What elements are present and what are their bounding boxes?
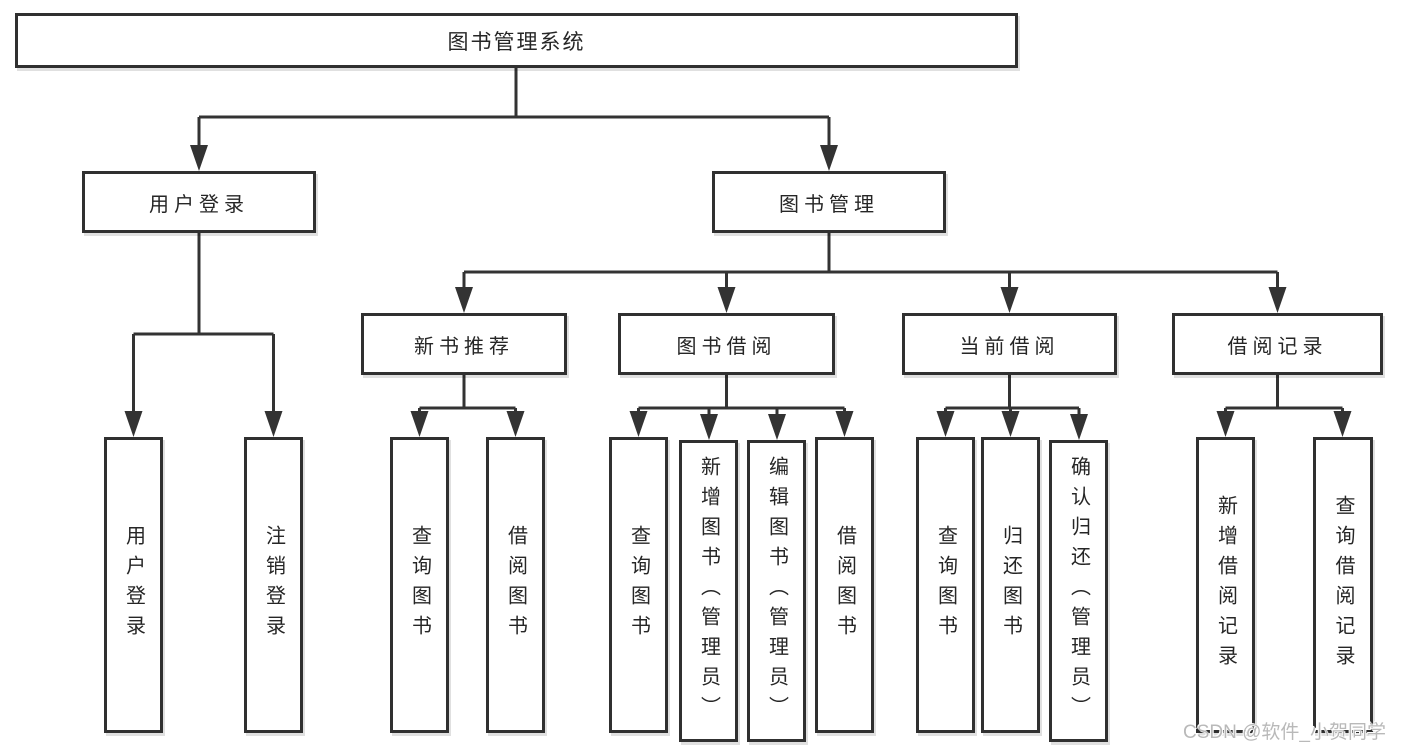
node-label: 查询图书 xyxy=(934,525,957,645)
node-book-management: 图书管理 xyxy=(712,171,946,233)
node-label: 新书推荐 xyxy=(414,335,514,358)
leaf-confirm-return-admin: 确认归还（管理员） xyxy=(1049,440,1108,742)
node-label: 图书管理 xyxy=(779,193,879,216)
leaf-query-books: 查询图书 xyxy=(916,437,975,733)
node-label: 确认归还（管理员） xyxy=(1067,456,1090,726)
node-label: 用户登录 xyxy=(149,193,249,216)
node-label: 注销登录 xyxy=(262,525,285,645)
node-label: 查询图书 xyxy=(627,525,650,645)
node-label: 用户登录 xyxy=(122,525,145,645)
leaf-borrow-books: 借阅图书 xyxy=(815,437,874,733)
node-label: 借阅图书 xyxy=(504,525,527,645)
node-label: 借阅图书 xyxy=(833,525,856,645)
node-label: 新增借阅记录 xyxy=(1214,495,1237,675)
node-new-book-recommendation: 新书推荐 xyxy=(361,313,567,375)
node-current-borrowing: 当前借阅 xyxy=(902,313,1117,375)
node-label: 查询借阅记录 xyxy=(1332,495,1354,675)
node-user-login: 用户登录 xyxy=(82,171,316,233)
csdn-watermark: CSDN @软件_小贺同学 xyxy=(1183,722,1386,743)
node-library-management-system: 图书管理系统 xyxy=(15,13,1018,68)
node-label: 新增图书（管理员） xyxy=(697,456,720,726)
leaf-query-books: 查询图书 xyxy=(609,437,668,733)
node-borrowing-records: 借阅记录 xyxy=(1172,313,1383,375)
leaf-return-books: 归还图书 xyxy=(981,437,1040,733)
leaf-user-login: 用户登录 xyxy=(104,437,163,733)
leaf-query-books: 查询图书 xyxy=(390,437,449,733)
node-label: 编辑图书（管理员） xyxy=(765,456,788,726)
leaf-logout: 注销登录 xyxy=(244,437,303,733)
node-label: 借阅记录 xyxy=(1227,335,1328,358)
node-label: 当前借阅 xyxy=(959,335,1060,358)
node-label: 图书借阅 xyxy=(676,335,777,358)
node-label: 图书管理系统 xyxy=(447,30,586,54)
leaf-edit-books-admin: 编辑图书（管理员） xyxy=(747,440,806,742)
leaf-query-borrow-record: 查询借阅记录 xyxy=(1313,437,1373,733)
leaf-add-books-admin: 新增图书（管理员） xyxy=(679,440,738,742)
leaf-add-borrow-record: 新增借阅记录 xyxy=(1196,437,1255,733)
leaf-borrow-books: 借阅图书 xyxy=(486,437,545,733)
node-label: 归还图书 xyxy=(999,525,1022,645)
node-book-borrowing: 图书借阅 xyxy=(618,313,835,375)
node-label: 查询图书 xyxy=(408,525,431,645)
